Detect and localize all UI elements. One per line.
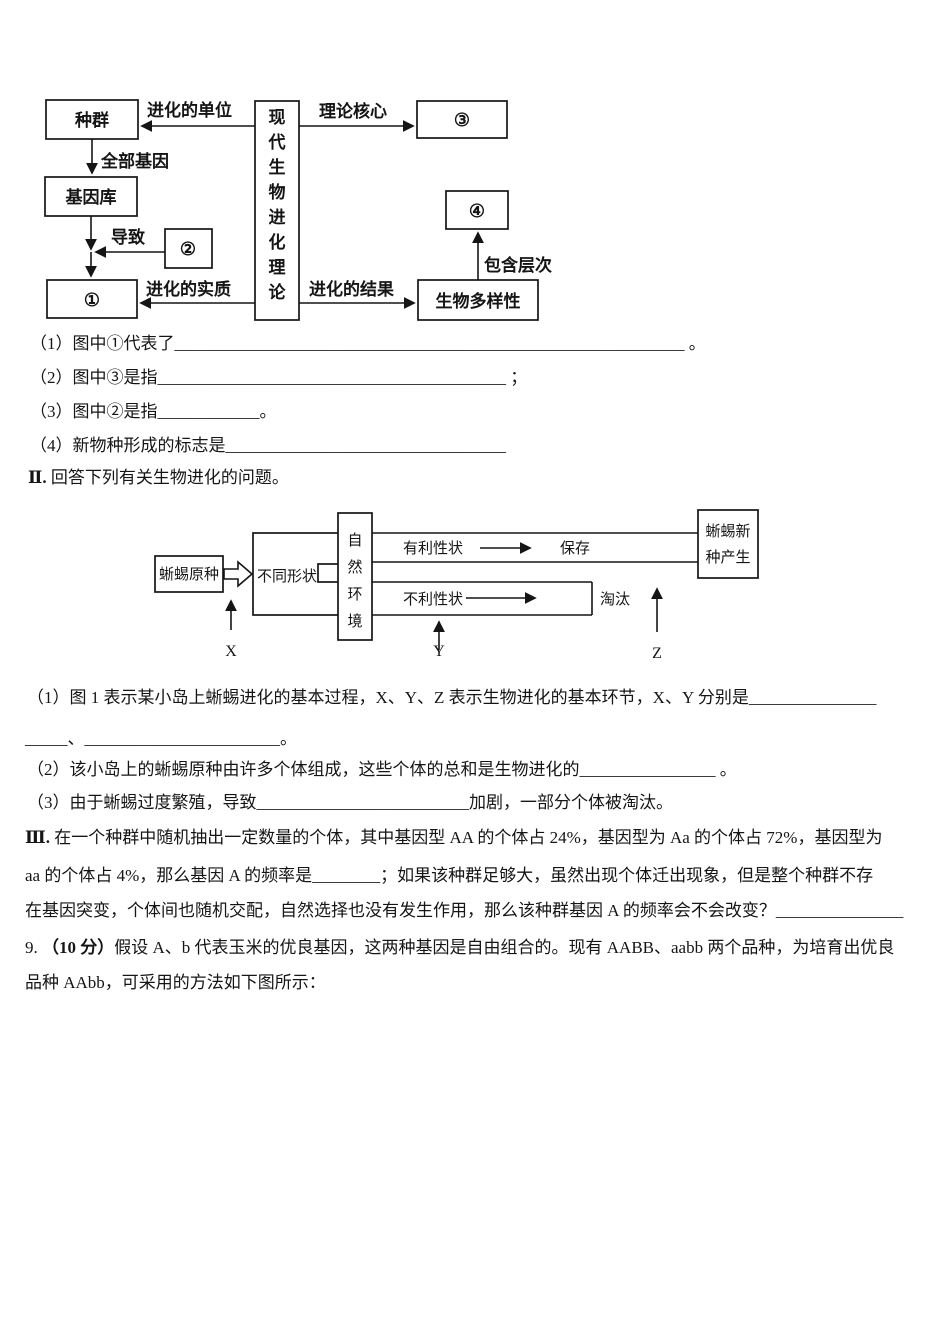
label-evolution-essence: 进化的实质 xyxy=(146,279,231,299)
part1-question-3: （3）图中②是指____________。 xyxy=(30,402,277,421)
new-species-box xyxy=(697,509,759,579)
label-cause: 导致 xyxy=(111,227,146,247)
label-all-genes: 全部基因 xyxy=(100,151,169,171)
center-theory-char: 现 xyxy=(269,108,286,127)
part2-heading-text: 回答下列有关生物进化的问题。 xyxy=(46,468,289,487)
part3-line1: Ⅲ. 在一个种群中随机抽出一定数量的个体，其中基因型 AA 的个体占 24%，基… xyxy=(25,828,882,848)
environment-char: 自 xyxy=(347,532,362,549)
part2-question-1-line2: _____、_______________________。 xyxy=(25,729,297,748)
part3-numeral: Ⅲ. xyxy=(25,828,50,847)
center-theory-char: 化 xyxy=(269,232,286,252)
part3-line2: aa 的个体占 4%，那么基因 A 的频率是________；如果该种群足够大，… xyxy=(25,866,874,885)
center-theory-char: 论 xyxy=(269,282,287,302)
center-theory-char: 生 xyxy=(269,157,286,177)
gene-pool-box xyxy=(44,176,138,217)
question9-number: 9. xyxy=(25,938,42,957)
original-species-box xyxy=(154,555,224,593)
part3-line1-text: 在一个种群中随机抽出一定数量的个体，其中基因型 AA 的个体占 24%，基因型为… xyxy=(49,828,883,847)
hollow-arrow-icon xyxy=(223,560,254,588)
part2-question-1-line1: （1）图 1 表示某小岛上蜥蜴进化的基本过程，X、Y、Z 表示生物进化的基本环节… xyxy=(27,688,877,707)
biodiversity-box xyxy=(417,279,539,321)
unfavorable-traits-label: 不利性状 xyxy=(403,591,463,608)
part2-question-2: （2）该小岛上的蜥蜴原种由许多个体组成，这些个体的总和是生物进化的_______… xyxy=(27,760,737,779)
question9-line1: 9. （10 分）假设 A、b 代表玉米的优良基因，这两种基因是自由组合的。现有… xyxy=(25,938,894,958)
part3-line3: 在基因突变，个体间也随机交配，自然选择也没有发生作用，那么该种群基因 A 的频率… xyxy=(25,901,904,920)
channel-separator-notch xyxy=(317,563,341,583)
different-shapes-box xyxy=(252,532,346,616)
label-evolution-result: 进化的结果 xyxy=(309,279,394,299)
center-theory-char: 理 xyxy=(269,258,286,277)
evolution-theory-diagram: 种群 基因库 ① ② 现 代 生 物 进 化 理 论 ③ ④ 生物多样性 进化的… xyxy=(44,99,552,321)
circle4-box xyxy=(445,190,509,230)
x-label: X xyxy=(225,643,237,660)
circle1-label: ① xyxy=(84,290,100,310)
circle4-label: ④ xyxy=(469,201,485,221)
environment-char: 境 xyxy=(347,612,362,630)
circle2-box xyxy=(164,228,213,269)
y-label: Y xyxy=(433,643,445,660)
gene-pool-label: 基因库 xyxy=(65,187,117,207)
circle3-box xyxy=(416,100,508,139)
population-label: 种群 xyxy=(74,110,109,130)
part1-question-4: （4）新物种形成的标志是____________________________… xyxy=(30,436,506,455)
new-species-label-line2: 种产生 xyxy=(705,549,750,566)
preserve-label: 保存 xyxy=(560,540,590,557)
new-species-label-line1: 蜥蜴新 xyxy=(705,523,750,540)
part1-question-1: （1）图中①代表了_______________________________… xyxy=(30,334,706,353)
part2-heading: Ⅱ. 回答下列有关生物进化的问题。 xyxy=(28,468,289,488)
center-theory-char: 进 xyxy=(269,208,286,227)
eliminate-label: 淘汰 xyxy=(600,591,630,608)
question9-line1-text: 假设 A、b 代表玉米的优良基因，这两种基因是自由组合的。现有 AABB、aab… xyxy=(114,938,895,957)
question9-score: （10 分） xyxy=(42,938,115,957)
biodiversity-label: 生物多样性 xyxy=(436,291,521,311)
label-contain-levels: 包含层次 xyxy=(484,255,552,275)
population-box xyxy=(45,99,139,140)
environment-char: 环 xyxy=(347,587,362,603)
center-theory-char: 代 xyxy=(268,132,286,152)
different-shapes-label: 不同形状 xyxy=(257,568,317,585)
question9-line2: 品种 AAbb，可采用的方法如下图所示： xyxy=(25,973,326,992)
circle1-box xyxy=(46,279,138,319)
part1-question-2: （2）图中③是指________________________________… xyxy=(30,368,528,387)
circle2-label: ② xyxy=(180,239,196,259)
circle3-label: ③ xyxy=(454,110,470,130)
center-theory-char: 物 xyxy=(269,182,286,202)
part2-heading-numeral: Ⅱ. xyxy=(28,468,47,487)
environment-char: 然 xyxy=(347,559,362,576)
original-species-label: 蜥蜴原种 xyxy=(159,566,219,583)
center-theory-box xyxy=(254,100,300,321)
label-evolution-unit: 进化的单位 xyxy=(147,100,232,120)
favorable-traits-label: 有利性状 xyxy=(403,540,463,557)
label-theory-core: 理论核心 xyxy=(319,101,387,121)
lizard-evolution-diagram: 蜥蜴原种 不同形状 自 然 环 境 有利性状 保存 不利性状 淘汰 蜥蜴新 种产… xyxy=(154,509,759,662)
z-label: Z xyxy=(652,645,662,662)
natural-environment-box xyxy=(337,512,373,641)
part2-question-3: （3）由于蜥蜴过度繁殖，导致_________________________加… xyxy=(27,793,673,812)
